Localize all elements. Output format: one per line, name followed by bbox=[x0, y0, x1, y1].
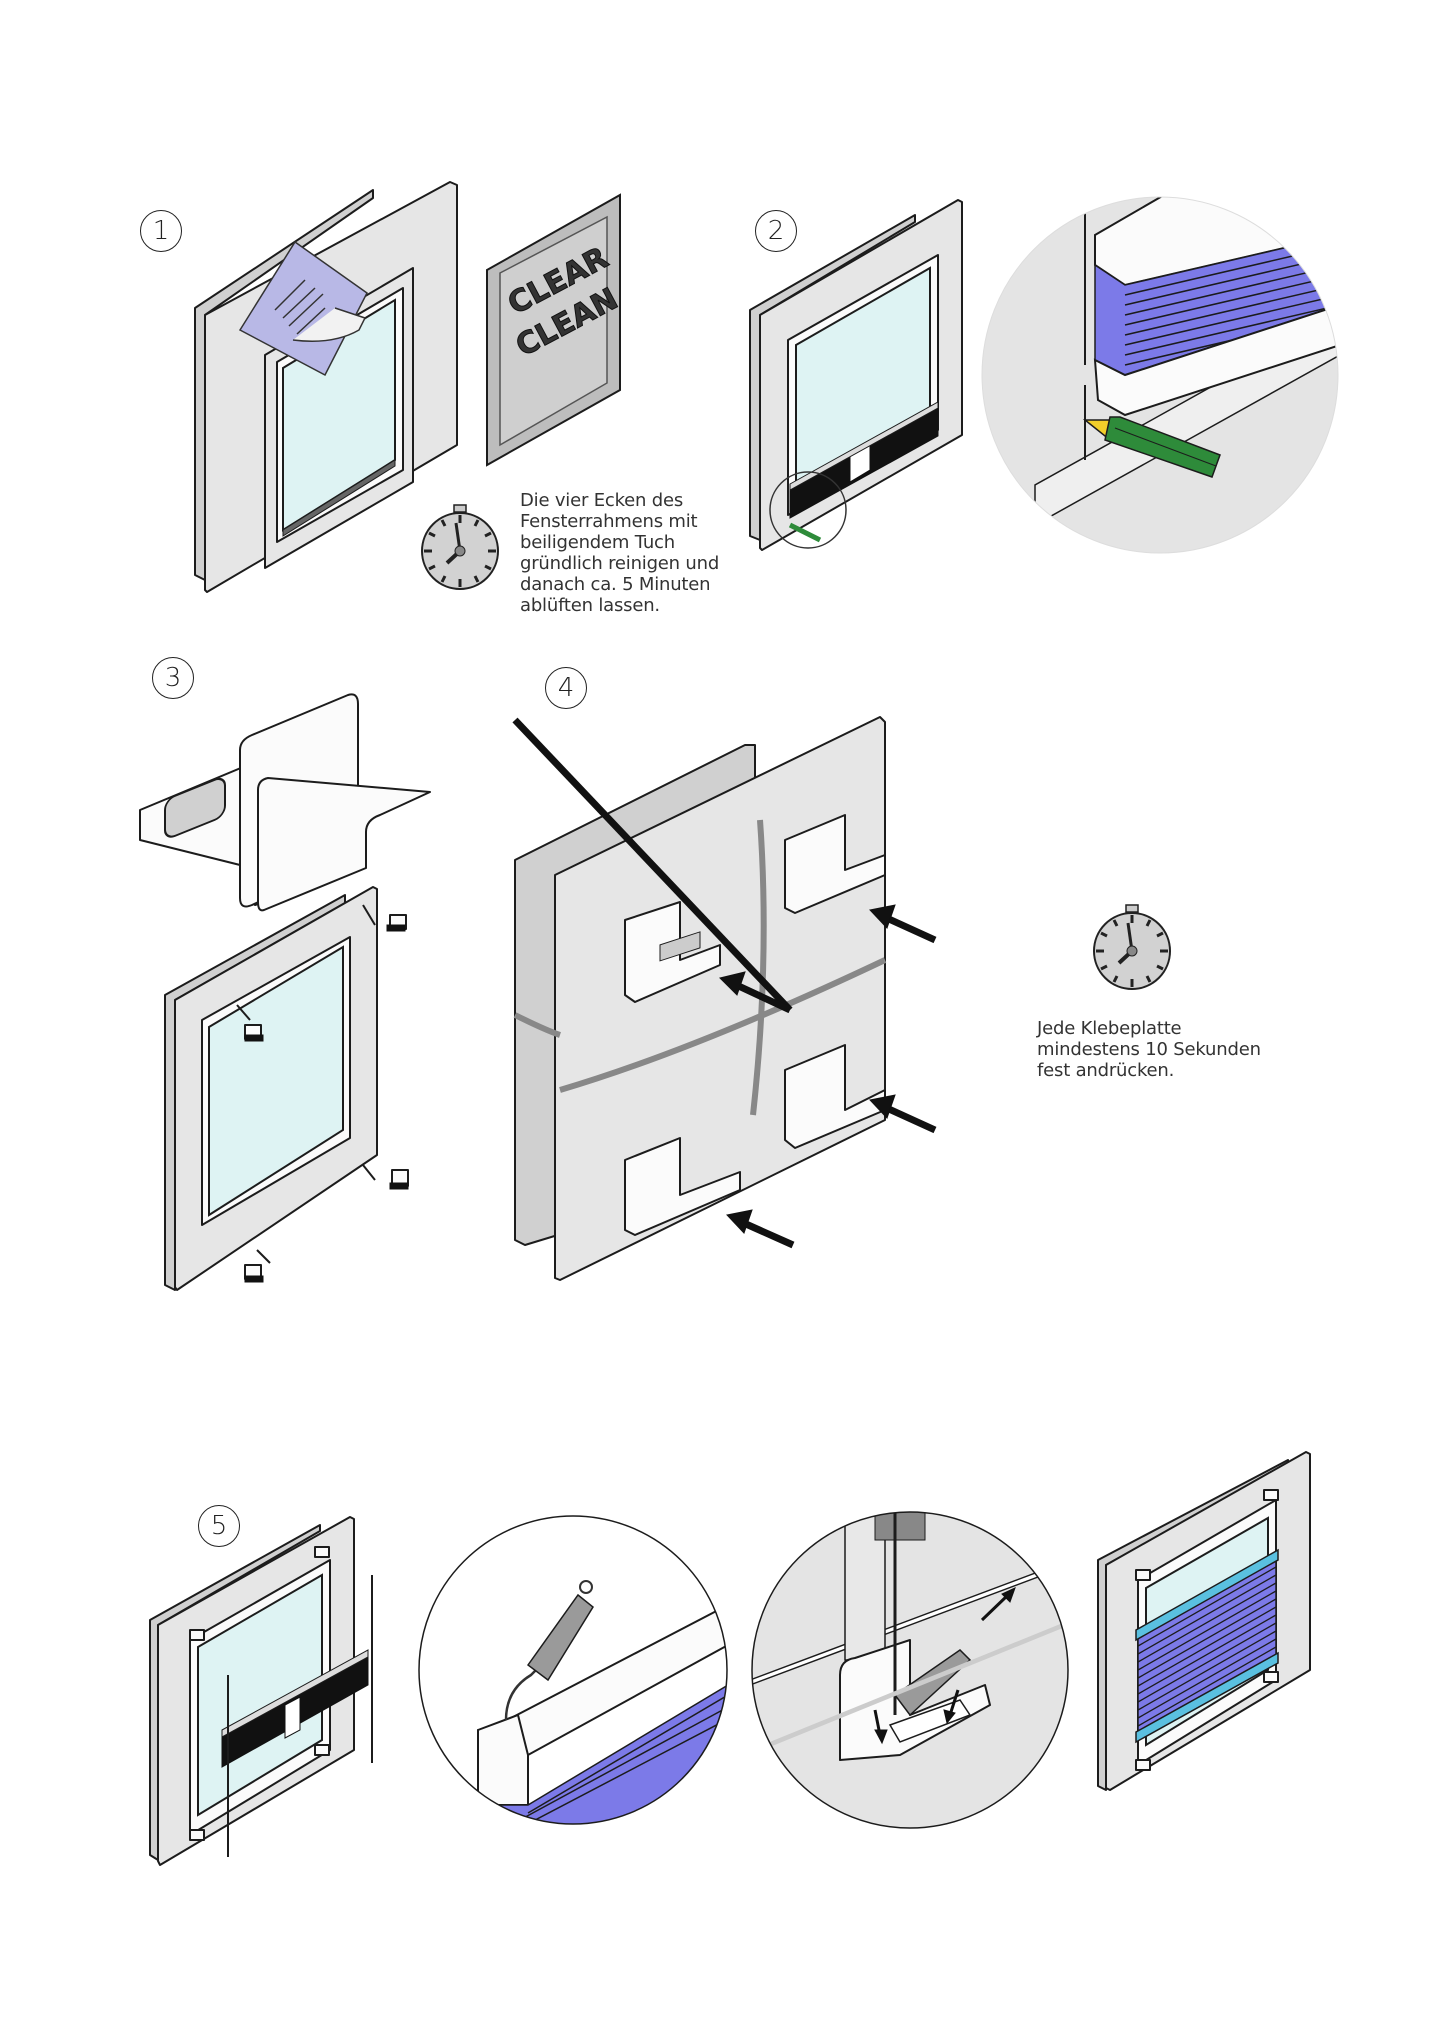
step-2-number: 2 bbox=[755, 210, 797, 252]
step-1-caption: Die vier Ecken des Fensterrahmens mit be… bbox=[520, 490, 719, 616]
cleaning-cloth-icon bbox=[238, 240, 368, 377]
stopwatch-icon bbox=[1093, 904, 1171, 990]
step-4-caption: Jede Klebeplatte mindestens 10 Sekunden … bbox=[1037, 1018, 1261, 1081]
caption-line: beiligendem Tuch bbox=[520, 532, 675, 553]
window-bracket-positions-illustration bbox=[164, 886, 409, 1291]
cord-clip-zoom-detail bbox=[418, 1515, 728, 1825]
bracket-pack-press-illustration bbox=[512, 716, 937, 1281]
pencil-mark-zoom-detail bbox=[981, 196, 1339, 554]
step-3-number-text: 3 bbox=[164, 663, 182, 693]
bracket-icon bbox=[624, 814, 886, 1236]
window-frame-with-cloth-illustration bbox=[194, 181, 458, 593]
window-install-blind-illustration bbox=[149, 1516, 373, 1866]
caption-line: Fensterrahmens mit bbox=[520, 511, 698, 532]
caption-line: Jede Klebeplatte bbox=[1037, 1018, 1182, 1039]
step-5-number: 5 bbox=[198, 1505, 240, 1547]
caption-line: mindestens 10 Sekunden bbox=[1037, 1039, 1261, 1060]
finished-pleated-blind-illustration bbox=[1097, 1451, 1311, 1791]
step-1-number-text: 1 bbox=[152, 216, 170, 246]
caption-line: Die vier Ecken des bbox=[520, 490, 684, 511]
caption-line: fest andrücken. bbox=[1037, 1060, 1175, 1081]
pencil-icon bbox=[1082, 416, 1221, 478]
step-1-number: 1 bbox=[140, 210, 182, 252]
stopwatch-icon bbox=[421, 504, 499, 590]
clip-into-bracket-zoom-detail bbox=[751, 1511, 1069, 1829]
clear-clean-sachet-illustration: CLEAR CLEAN bbox=[486, 193, 624, 467]
adhesive-bracket-peel-off-illustration bbox=[139, 693, 431, 912]
step-4-number-text: 4 bbox=[557, 673, 575, 703]
step-3-number: 3 bbox=[152, 657, 194, 699]
window-with-blind-marking-illustration bbox=[749, 199, 963, 551]
direction-arrow-icon bbox=[873, 1587, 1016, 1745]
caption-line: ablüften lassen. bbox=[520, 595, 660, 616]
step-5-number-text: 5 bbox=[210, 1511, 228, 1541]
press-arrow-icon bbox=[512, 717, 937, 1249]
caption-line: danach ca. 5 Minuten bbox=[520, 574, 711, 595]
step-2-number-text: 2 bbox=[767, 216, 785, 246]
caption-line: gründlich reinigen und bbox=[520, 553, 720, 574]
step-4-number: 4 bbox=[545, 667, 587, 709]
bracket-icon bbox=[244, 914, 409, 1283]
